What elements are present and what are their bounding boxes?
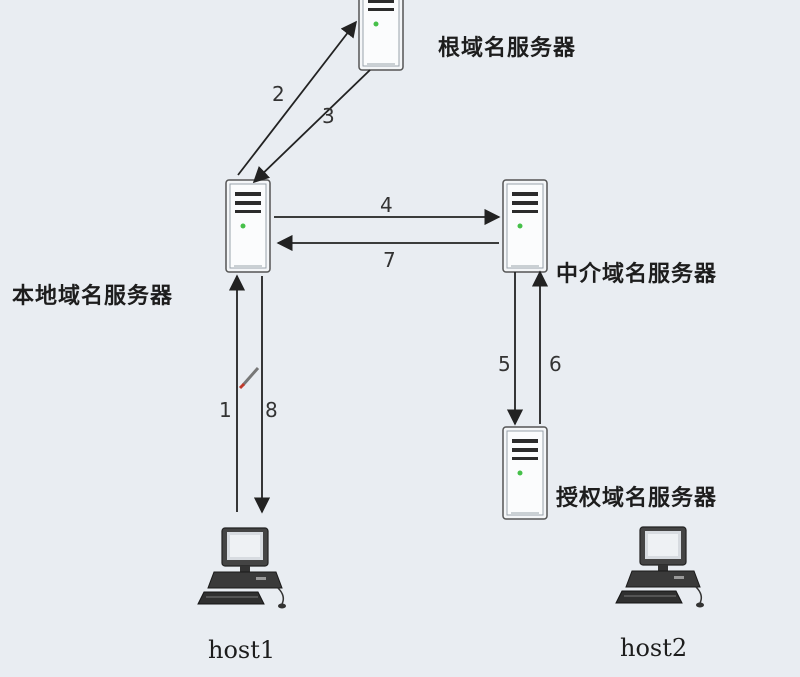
step-label-1: 1 xyxy=(219,398,232,422)
authoritative-dns-server-label: 授权域名服务器 xyxy=(556,486,718,511)
host2-label: host2 xyxy=(620,634,688,662)
authoritative-dns-server-icon xyxy=(502,426,548,520)
intermediate-dns-server-icon xyxy=(502,179,548,273)
step-label-8: 8 xyxy=(265,398,278,422)
step-label-7: 7 xyxy=(383,248,396,272)
intermediate-dns-server-label: 中介域名服务器 xyxy=(556,262,718,287)
step-label-4: 4 xyxy=(380,193,393,217)
arrow-step-2 xyxy=(237,20,357,176)
step-label-6: 6 xyxy=(549,352,562,376)
pen-cursor-icon xyxy=(238,367,260,390)
host1-label: host1 xyxy=(208,636,276,664)
step-label-3: 3 xyxy=(322,104,335,128)
arrow-step-3 xyxy=(252,69,371,184)
local-dns-server-label: 本地域名服务器 xyxy=(12,284,174,309)
host1-computer-icon xyxy=(197,527,287,610)
local-dns-server-icon xyxy=(225,179,271,273)
step-label-2: 2 xyxy=(272,82,285,106)
host2-computer-icon xyxy=(615,526,705,609)
root-dns-server-label: 根域名服务器 xyxy=(438,36,577,61)
step-label-5: 5 xyxy=(498,352,511,376)
root-dns-server-icon xyxy=(358,0,404,71)
